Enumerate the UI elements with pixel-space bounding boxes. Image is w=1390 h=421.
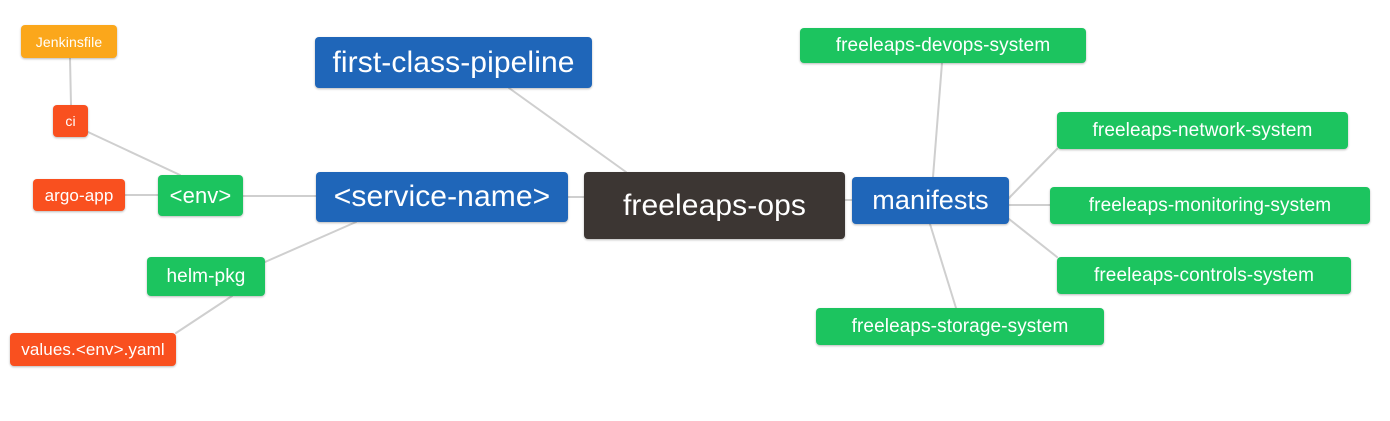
edge-pipeline-ops — [508, 87, 627, 173]
edge-values-helmpkg — [175, 295, 233, 334]
mindmap-node-monitoring[interactable]: freeleaps-monitoring-system — [1050, 187, 1370, 224]
edge-jenkinsfile-ci — [69, 57, 72, 106]
mindmap-node-controls[interactable]: freeleaps-controls-system — [1057, 257, 1351, 294]
mindmap-node-ci[interactable]: ci — [53, 105, 88, 137]
mindmap-node-label: freeleaps-controls-system — [1093, 265, 1315, 286]
mindmap-node-helm-pkg[interactable]: helm-pkg — [147, 257, 265, 296]
mindmap-node-label: freeleaps-devops-system — [835, 35, 1051, 56]
mindmap-node-label: first-class-pipeline — [332, 45, 575, 79]
mindmap-node-label: helm-pkg — [166, 266, 246, 287]
edge-storage-manifests — [929, 223, 957, 309]
mindmap-node-label: ci — [65, 113, 76, 129]
mindmap-node-label: freeleaps-monitoring-system — [1088, 195, 1332, 216]
mindmap-node-jenkinsfile[interactable]: Jenkinsfile — [21, 25, 117, 58]
mindmap-node-env[interactable]: <env> — [158, 175, 243, 216]
mindmap-node-values-yaml[interactable]: values.<env>.yaml — [10, 333, 176, 366]
mindmap-node-label: freeleaps-storage-system — [851, 316, 1069, 337]
mindmap-node-service-name[interactable]: <service-name> — [316, 172, 568, 222]
mindmap-node-argo-app[interactable]: argo-app — [33, 179, 125, 211]
mindmap-node-pipeline[interactable]: first-class-pipeline — [315, 37, 592, 88]
mindmap-node-label: freeleaps-network-system — [1092, 120, 1313, 141]
mindmap-node-network[interactable]: freeleaps-network-system — [1057, 112, 1348, 149]
mindmap-node-label: <env> — [169, 182, 232, 208]
mindmap-node-label: manifests — [872, 185, 989, 215]
mindmap-node-label: Jenkinsfile — [35, 33, 103, 50]
edge-ci-env — [87, 131, 181, 176]
edge-helmpkg-service — [264, 221, 357, 263]
mindmap-node-label: argo-app — [44, 185, 114, 205]
mindmap-node-ops[interactable]: freeleaps-ops — [584, 172, 845, 239]
mindmap-node-devops[interactable]: freeleaps-devops-system — [800, 28, 1086, 63]
mindmap-node-label: values.<env>.yaml — [21, 340, 165, 359]
edge-controls-manifests — [1008, 218, 1058, 258]
edge-devops-manifests — [932, 62, 943, 178]
mindmap-node-label: freeleaps-ops — [622, 188, 807, 222]
mindmap-node-manifests[interactable]: manifests — [852, 177, 1009, 224]
mindmap-node-label: <service-name> — [333, 180, 551, 213]
mindmap-node-storage[interactable]: freeleaps-storage-system — [816, 308, 1104, 345]
